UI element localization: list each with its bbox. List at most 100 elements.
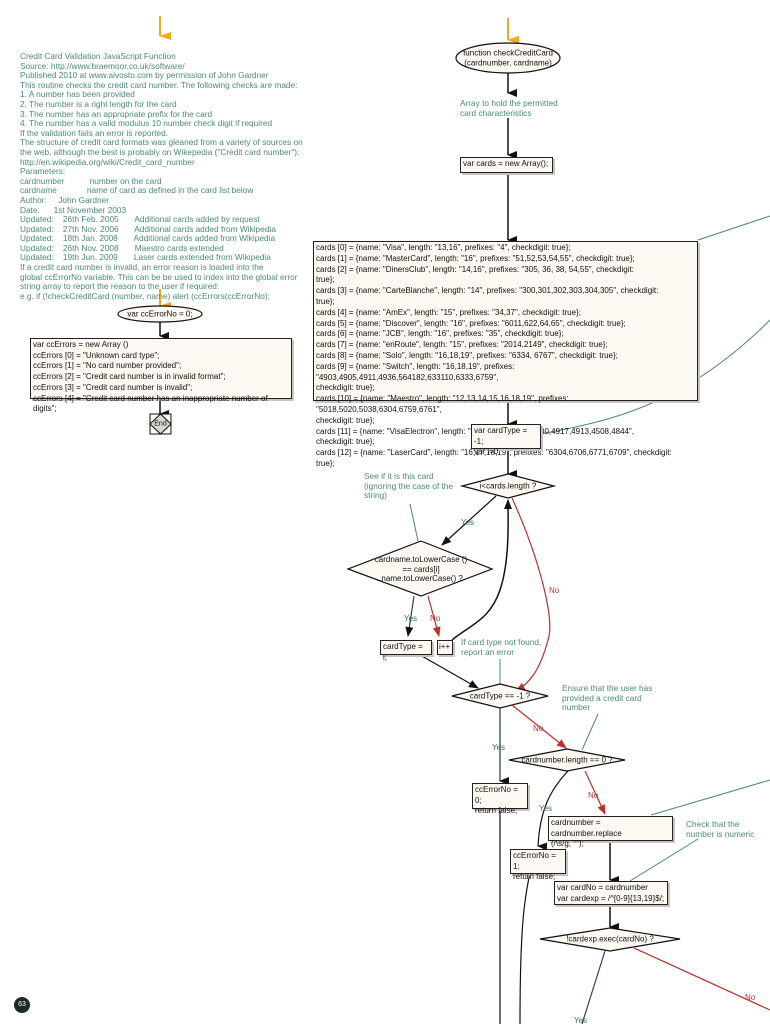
loop-back-arrow [451, 499, 513, 641]
replace-box: cardnumber = cardnumber.replace (/\s/g, … [548, 816, 673, 848]
code-line: cards [3] = {name: "CarteBlanche", lengt… [316, 286, 659, 296]
comment-line: 4. The number has a valid modulus 10 num… [20, 118, 273, 129]
see-card-comment: See if it is this card (ignoring the cas… [364, 471, 454, 501]
no-arrow [511, 704, 567, 749]
comment-line: If the validation fails an error is repo… [20, 127, 169, 138]
code-line: ccErrors [2] = "Credit card number is in… [33, 372, 226, 382]
code-line: cards [7] = {name: "enRoute", length: "1… [316, 340, 608, 350]
no-arrow [584, 770, 606, 815]
no-label: No [549, 586, 560, 595]
page-number-badge: 63 [14, 997, 30, 1013]
comment-line: http://en.wikipedia.org/wiki/Credit_card… [20, 156, 195, 167]
start-function-text: function checkCreditCard (cardnumber, ca… [463, 48, 553, 68]
code-line: cards [4] = {name: "AmEx", length: "15",… [316, 307, 581, 317]
comment-line: 1. A number has been provided [20, 89, 135, 100]
yes-arrow [405, 595, 415, 637]
end-diamond [149, 413, 172, 435]
length-decision-diamond [508, 748, 626, 772]
comment-line: cardname name of card as defined in the … [20, 185, 254, 196]
comment-line: Date: 1st November 2003 [20, 204, 127, 215]
ensure-number-comment: Ensure that the user has provided a cred… [562, 683, 653, 713]
code-line: cards [8] = {name: "Solo", length: "16,1… [316, 350, 618, 360]
no-label: No [588, 791, 599, 800]
comment-connector [650, 779, 770, 816]
comment-line: Updated: 19th Jun. 2009 Laser cards exte… [20, 252, 271, 263]
comment-line: Author: John Gardner [20, 194, 110, 205]
yes-line [581, 950, 606, 1024]
code-line: checkdigit: true}; [316, 437, 375, 447]
no-label: No [745, 993, 756, 1002]
length-decision-text: cardnumber.length == 0 ? [521, 755, 613, 765]
header-comment: Credit Card Validation JavaScript Functi… [20, 51, 303, 301]
comment-line: Parameters: [20, 166, 66, 177]
comment-line: Source: http://www.braemoor.co.uk/softwa… [20, 60, 185, 71]
comment-line: 3. The number has an appropriate prefix … [20, 108, 213, 119]
array-comment: Array to hold the permitted card charact… [460, 98, 558, 118]
comment-line: Updated: 26th Nov. 2008 Maestro cards ex… [20, 242, 224, 253]
code-line: true}; [316, 296, 335, 306]
no-arrow [511, 497, 551, 692]
init-box: var cardType = -1; var i=0 [471, 424, 541, 456]
code-line: cards [9] = {name: "Switch", length: "16… [316, 361, 517, 382]
code-line: ccErrors [1] = "No card number provided"… [33, 361, 182, 371]
code-line: cards [10] = {name: "Maestro", length: "… [316, 394, 571, 414]
yes-label: Yes [492, 743, 506, 752]
comment-line: cardnumber number on the card [20, 175, 162, 186]
no-label: No [533, 724, 544, 733]
type-decision-text: cardType == -1 ? [469, 691, 531, 701]
comment-line: Updated: 26th Feb. 2005 Additional cards… [20, 214, 260, 225]
comment-connector [629, 838, 699, 882]
yes-label: Yes [461, 518, 475, 527]
name-decision-text: cardname.toLowerCase () == cards[i] .nam… [374, 554, 468, 583]
exec-decision-text: !cardexp.exec(cardNo) ? [566, 934, 654, 944]
comment-line: The structure of credit card formats was… [20, 137, 303, 148]
code-line: true}; [316, 458, 335, 468]
code-line: ccErrors [4] = "Credit card number has a… [33, 393, 270, 414]
comment-line: string array to report the reason to the… [20, 281, 220, 292]
yes-arrow [441, 495, 497, 546]
comment-line: Updated: 27th Nov. 2006 Additional cards… [20, 223, 276, 234]
comment-connector [581, 713, 599, 751]
code-line: true}; [316, 275, 335, 285]
increment-box: i++ [437, 640, 453, 655]
errors-array-box: var ccErrors = new Array ()ccErrors [0] … [30, 338, 292, 413]
no-label: No [430, 614, 441, 623]
code-line: cards [0] = {name: "Visa", length: "13,1… [316, 243, 571, 252]
comment-line: global ccErrorNo variable. This can be b… [20, 271, 298, 282]
loop-decision-diamond [459, 473, 557, 499]
comment-connector [539, 319, 770, 435]
loop-decision-text: i<cards.length ? [479, 481, 537, 491]
code-line: checkdigit: true}; [316, 383, 375, 393]
regex-box: var cardNo = cardnumber var cardexp = /^… [554, 881, 668, 905]
error-zero-box: ccErrorNo = 0; return false; [472, 783, 528, 815]
error-one-box: ccErrorNo = 1; return false; [510, 849, 566, 881]
yes-label: Yes [404, 614, 418, 623]
new-array-box: var cards = new Array(); [460, 157, 553, 173]
code-line: var ccErrors = new Array () [33, 340, 129, 349]
code-line: cards [6] = {name: "JCB", length: "16", … [316, 329, 564, 339]
no-line [633, 947, 770, 1011]
no-arrow [427, 595, 441, 637]
comment-line: Published 2010 at www.aivosto.com by per… [20, 70, 269, 81]
code-line: ccErrors [3] = "Credit card number is in… [33, 382, 193, 392]
comment-line: the web, although the best is probably o… [20, 146, 300, 157]
name-decision-diamond [346, 540, 494, 597]
exec-decision-diamond [539, 927, 681, 952]
flow-arrow [419, 654, 479, 689]
comment-line: 2. The number is a right length for the … [20, 98, 177, 109]
code-line: ccErrors [0] = "Unknown card type"; [33, 350, 160, 360]
code-line: checkdigit: true}; [316, 415, 375, 425]
comment-line: Credit Card Validation JavaScript Functi… [20, 51, 176, 61]
comment-line: Updated: 18th Jan. 2008 Additional cards… [20, 233, 276, 244]
comment-line: This routine checks the credit card numb… [20, 79, 298, 90]
yes-label: Yes [539, 804, 553, 813]
comment-line: e.g. if (!checkCreditCard (number, name)… [20, 290, 270, 301]
comment-line: If a credit card number is invalid, an e… [20, 262, 264, 273]
code-line: cards [12] = {name: "LaserCard", length:… [316, 448, 672, 458]
yes-arrow [537, 770, 569, 851]
not-found-comment: If card type not found, report an error [461, 637, 542, 657]
flow-line [519, 872, 531, 1024]
comment-connector [697, 215, 770, 241]
set-card-type-box: cardType = i; [380, 640, 432, 662]
